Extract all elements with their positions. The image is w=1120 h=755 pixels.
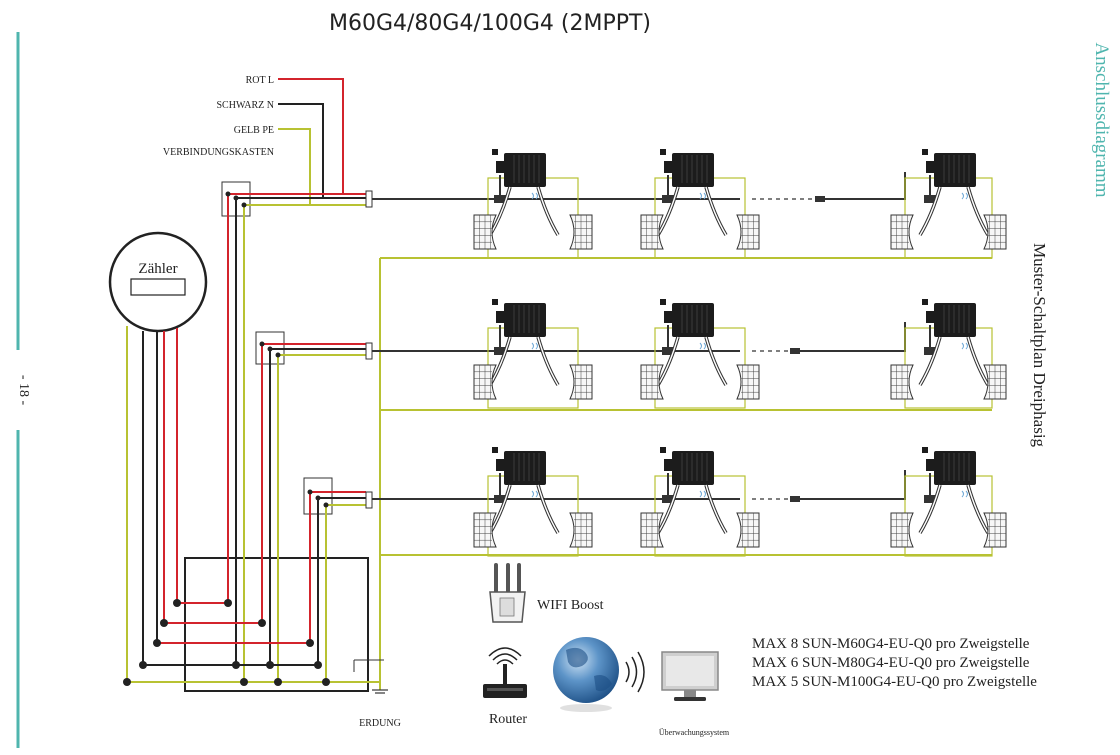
solar-panel-icon	[640, 364, 664, 400]
inverter-group	[640, 149, 760, 259]
max-line-2: MAX 6 SUN-M80G4-EU-Q0 pro Zweigstelle	[752, 655, 1030, 671]
solar-panel-icon	[983, 364, 1007, 400]
inverter-icon	[922, 149, 976, 187]
end-cap-1	[365, 190, 373, 208]
globe-icon	[553, 637, 619, 712]
solar-panel-icon	[640, 214, 664, 250]
solar-panel-icon	[890, 214, 914, 250]
distribution-box	[184, 557, 369, 692]
label-verbindungskasten: VERBINDUNGSKASTEN	[163, 147, 274, 158]
max-line-3: MAX 5 SUN-M100G4-EU-Q0 pro Zweigstelle	[752, 674, 1037, 690]
router-icon	[483, 647, 527, 698]
solar-panel-icon	[473, 512, 497, 548]
inverter-groups	[473, 149, 1007, 557]
inverter-group	[473, 299, 593, 409]
inverter-icon	[492, 299, 546, 337]
solar-panel-icon	[890, 512, 914, 548]
inverter-group	[473, 149, 593, 259]
inverter-icon	[492, 447, 546, 485]
inverter-icon	[660, 447, 714, 485]
ground-label: ERDUNG	[359, 718, 401, 729]
red-wire-legend	[278, 78, 344, 194]
solar-panel-icon	[569, 512, 593, 548]
meter-label: Zähler	[138, 261, 177, 277]
page-number: - 18 -	[16, 375, 31, 406]
router-label: Router	[489, 712, 527, 727]
solar-panel-icon	[569, 214, 593, 250]
connection-dots	[123, 191, 330, 686]
solar-panel-icon	[473, 214, 497, 250]
inverter-icon	[922, 299, 976, 337]
solar-panel-icon	[983, 214, 1007, 250]
yellow-wire-legend	[278, 128, 311, 205]
solar-panel-icon	[736, 364, 760, 400]
solar-panel-icon	[736, 512, 760, 548]
inverter-group	[890, 149, 1007, 259]
inverter-icon	[660, 149, 714, 187]
inverter-group	[890, 447, 1007, 557]
inverter-group	[473, 447, 593, 557]
inverter-icon	[492, 149, 546, 187]
wifi-boost-label: WIFI Boost	[537, 598, 604, 613]
label-gelb-pe: GELB PE	[234, 125, 274, 136]
diagram-title: M60G4/80G4/100G4 (2MPPT)	[329, 11, 651, 36]
solar-panel-icon	[640, 512, 664, 548]
side-title: Anschlussdiagramm	[1091, 42, 1112, 197]
inverter-group	[640, 447, 760, 557]
solar-panel-icon	[983, 512, 1007, 548]
wifi-signal-icon	[625, 651, 645, 693]
monitor-label: Überwachungssystem	[659, 728, 730, 737]
label-rot-l: ROT L	[246, 75, 274, 86]
inverter-group	[890, 299, 1007, 409]
inverter-group	[640, 299, 760, 409]
max-line-1: MAX 8 SUN-M60G4-EU-Q0 pro Zweigstelle	[752, 636, 1030, 652]
meter-display	[130, 278, 186, 296]
solar-panel-icon	[736, 214, 760, 250]
end-cap-2	[365, 342, 373, 360]
monitor-icon	[661, 651, 719, 701]
inverter-icon	[922, 447, 976, 485]
inverter-icon	[660, 299, 714, 337]
wifi-booster-icon	[489, 563, 526, 623]
end-cap-3	[365, 491, 373, 509]
solar-panel-icon	[473, 364, 497, 400]
solar-panel-icon	[569, 364, 593, 400]
black-wire-legend	[278, 103, 324, 198]
solar-panel-icon	[890, 364, 914, 400]
label-schwarz-n: SCHWARZ N	[216, 100, 274, 111]
side-subtitle: Muster-Schaltplan Dreiphasig	[1030, 243, 1049, 448]
